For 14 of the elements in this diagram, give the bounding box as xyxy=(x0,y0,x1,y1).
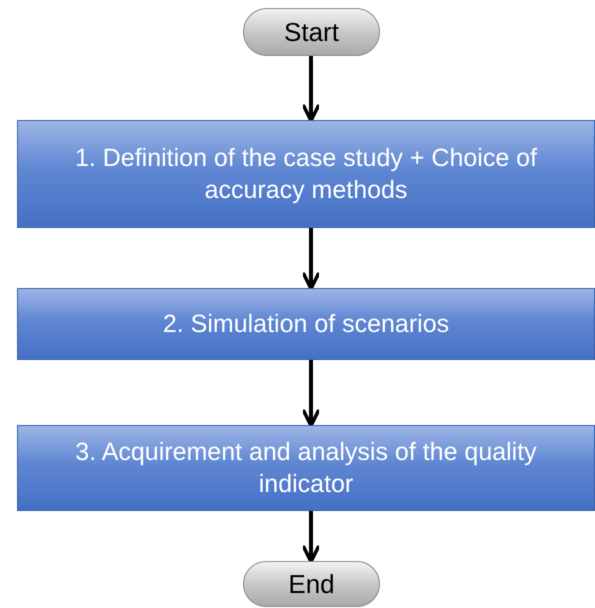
terminal-pill xyxy=(243,8,380,56)
node-label: Start xyxy=(284,16,339,48)
arrow xyxy=(301,228,321,290)
terminal-pill xyxy=(243,561,380,607)
node-label: 2. Simulation of scenarios xyxy=(162,308,450,340)
node-label: End xyxy=(288,568,335,600)
node-label: 1. Definition of the case study + Choice of accuracy methods xyxy=(74,142,538,206)
process-box xyxy=(17,425,595,511)
arrow xyxy=(301,360,321,428)
node-label: 3. Acquirement and analysis of the quality indicator xyxy=(74,436,538,500)
arrow xyxy=(301,56,321,122)
process-box xyxy=(17,120,595,228)
process-box xyxy=(17,288,595,360)
arrow xyxy=(301,511,321,564)
